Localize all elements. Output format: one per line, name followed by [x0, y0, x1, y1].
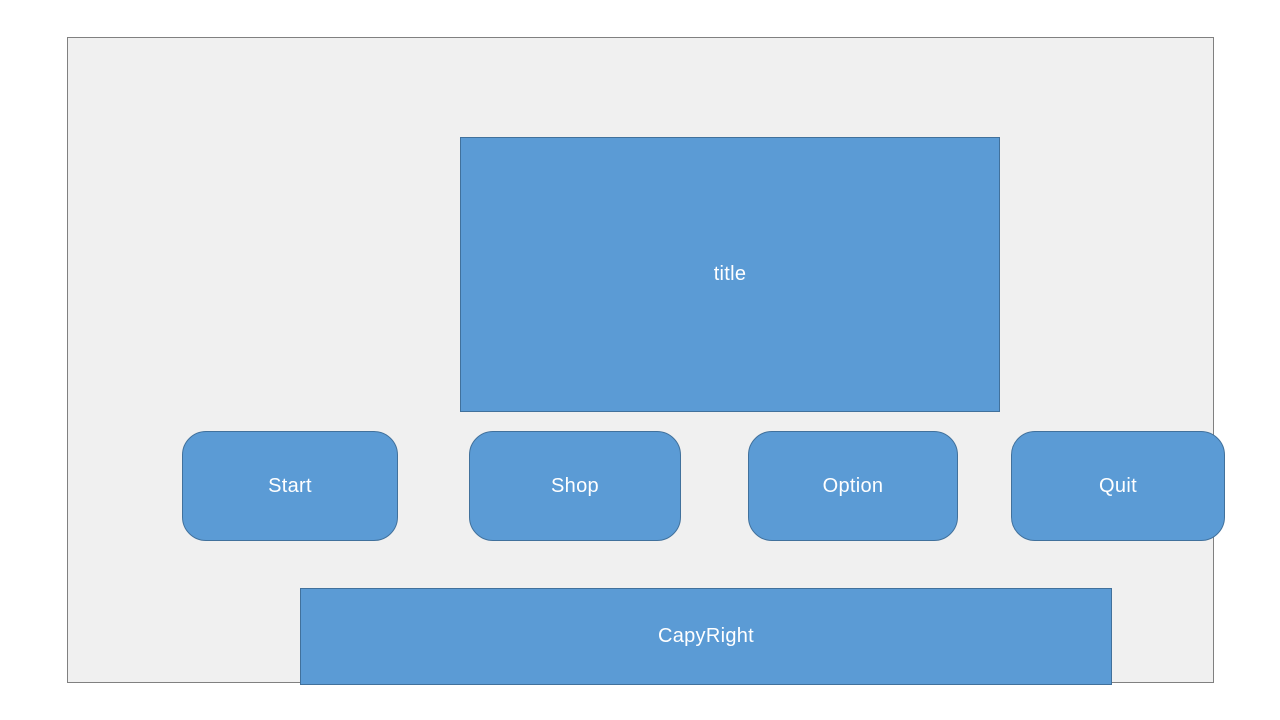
start-button[interactable]: Start [182, 431, 398, 541]
copyright-bar-label: CapyRight [657, 625, 755, 647]
option-button[interactable]: Option [748, 431, 958, 541]
option-button-label: Option [822, 474, 884, 497]
shop-button-label: Shop [551, 474, 599, 497]
title-box: title [460, 137, 1000, 412]
title-box-label: title [713, 263, 747, 285]
quit-button-label: Quit [1099, 474, 1137, 497]
copyright-bar: CapyRight [300, 588, 1112, 685]
quit-button[interactable]: Quit [1011, 431, 1225, 541]
start-button-label: Start [268, 474, 312, 497]
shop-button[interactable]: Shop [469, 431, 681, 541]
slide-frame: title Start Shop Option Quit CapyRight [67, 37, 1225, 685]
